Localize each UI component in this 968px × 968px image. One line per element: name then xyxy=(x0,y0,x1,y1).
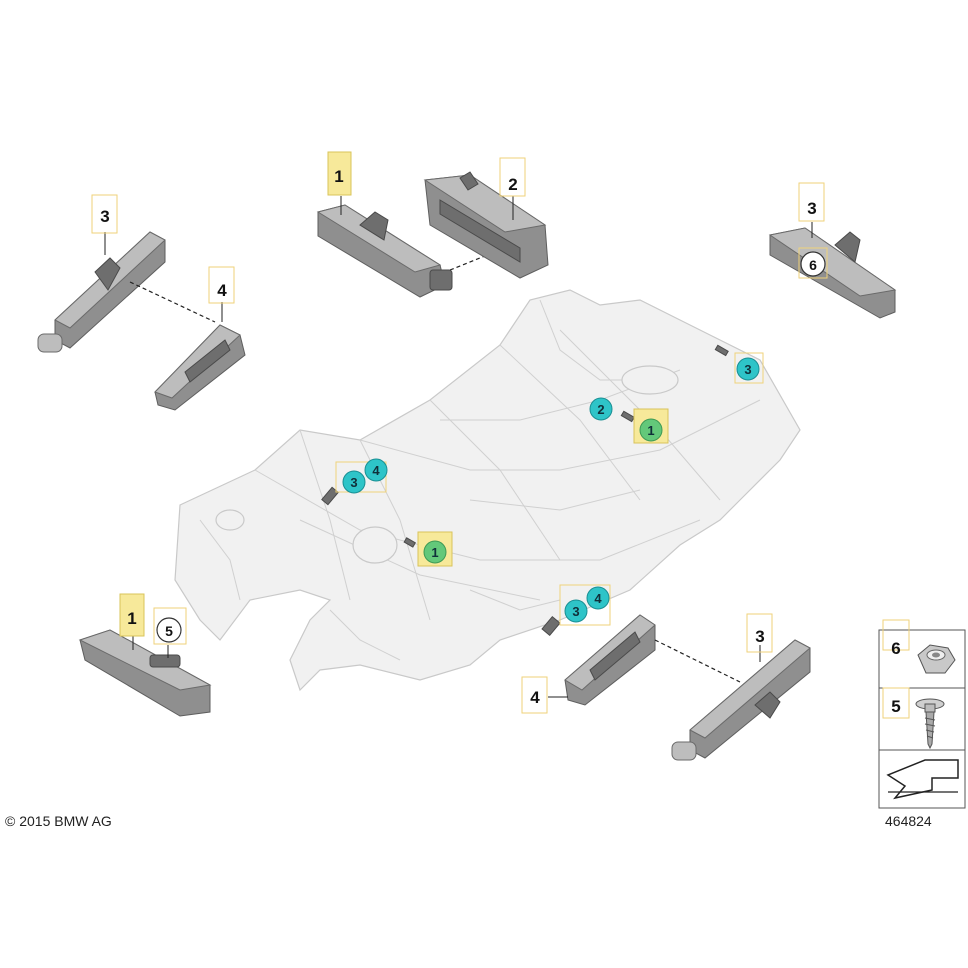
callout-rear-right-3: 3 xyxy=(744,362,751,377)
label-bottom-right-antenna-3: 3 xyxy=(755,627,764,646)
callout-front-left-4: 4 xyxy=(372,463,380,478)
callout-center-1: 1 xyxy=(647,423,654,438)
bottom-left-antenna-group xyxy=(78,629,212,717)
legend-nut-label: 6 xyxy=(891,639,900,658)
vehicle-chassis xyxy=(174,289,801,692)
callout-front-center-1: 1 xyxy=(431,545,438,560)
callouts: 3 2 1 3 4 1 3 4 xyxy=(335,352,764,626)
bottom-right-antenna-group xyxy=(671,639,811,761)
label-bottom-bracket-4: 4 xyxy=(530,688,540,707)
right-antenna-group xyxy=(768,222,897,319)
fastener-legend: 6 5 xyxy=(878,619,966,809)
left-antenna-group xyxy=(37,231,246,411)
label-top-antenna-1: 1 xyxy=(334,167,343,186)
label-right-antenna-3: 3 xyxy=(807,199,816,218)
label-right-nut-6: 6 xyxy=(809,257,817,273)
label-bottom-left-screw-5: 5 xyxy=(165,623,173,639)
label-left-bracket-4: 4 xyxy=(217,281,227,300)
label-left-antenna-3: 3 xyxy=(100,207,109,226)
bottom-bracket-group xyxy=(548,614,741,706)
location-arrow-icon xyxy=(886,759,959,800)
part-labels: 1 2 3 4 3 6 1 5 4 3 xyxy=(91,151,828,714)
nut-icon xyxy=(917,644,956,674)
screw-icon xyxy=(915,698,945,750)
callout-mid-right-4: 4 xyxy=(594,591,602,606)
callout-front-left-3: 3 xyxy=(350,475,357,490)
legend-screw-label: 5 xyxy=(891,697,900,716)
diagram-number: 464824 xyxy=(885,813,932,829)
callout-center-2: 2 xyxy=(597,402,604,417)
label-top-bracket-2: 2 xyxy=(508,175,517,194)
top-antenna-group xyxy=(316,171,549,298)
callout-mid-right-3: 3 xyxy=(572,604,579,619)
chassis-antenna-marks xyxy=(321,344,729,637)
label-bottom-left-antenna-1: 1 xyxy=(127,609,136,628)
copyright-text: © 2015 BMW AG xyxy=(5,813,112,829)
